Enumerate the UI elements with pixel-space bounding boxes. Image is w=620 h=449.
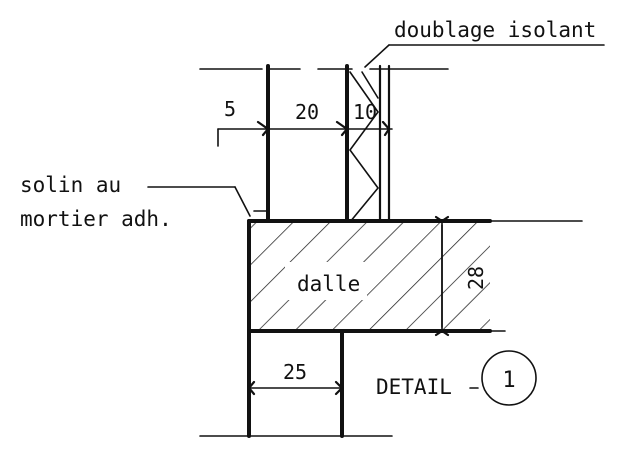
dimension-25: 25 bbox=[283, 360, 307, 384]
detail-number-circle bbox=[481, 350, 537, 406]
leader-lines bbox=[147, 44, 605, 389]
dimension-lines bbox=[217, 120, 450, 396]
detail-label: DETAIL bbox=[376, 375, 452, 399]
slab-label-mask bbox=[285, 262, 367, 300]
solin-label-line-1: solin au bbox=[20, 173, 121, 197]
dimension-10: 10 bbox=[353, 100, 377, 124]
upper-wall bbox=[266, 64, 391, 222]
lower-wall bbox=[199, 329, 393, 438]
slab-label: dalle bbox=[297, 272, 360, 296]
detail-number: 1 bbox=[502, 368, 515, 393]
solin-label-line-2: mortier adh. bbox=[20, 207, 172, 231]
dimension-20: 20 bbox=[295, 100, 319, 124]
insulation-hatch bbox=[349, 71, 380, 220]
dimension-5: 5 bbox=[224, 97, 236, 121]
insulation-label: doublage isolant bbox=[394, 18, 596, 42]
dimension-28: 28 bbox=[464, 266, 488, 290]
